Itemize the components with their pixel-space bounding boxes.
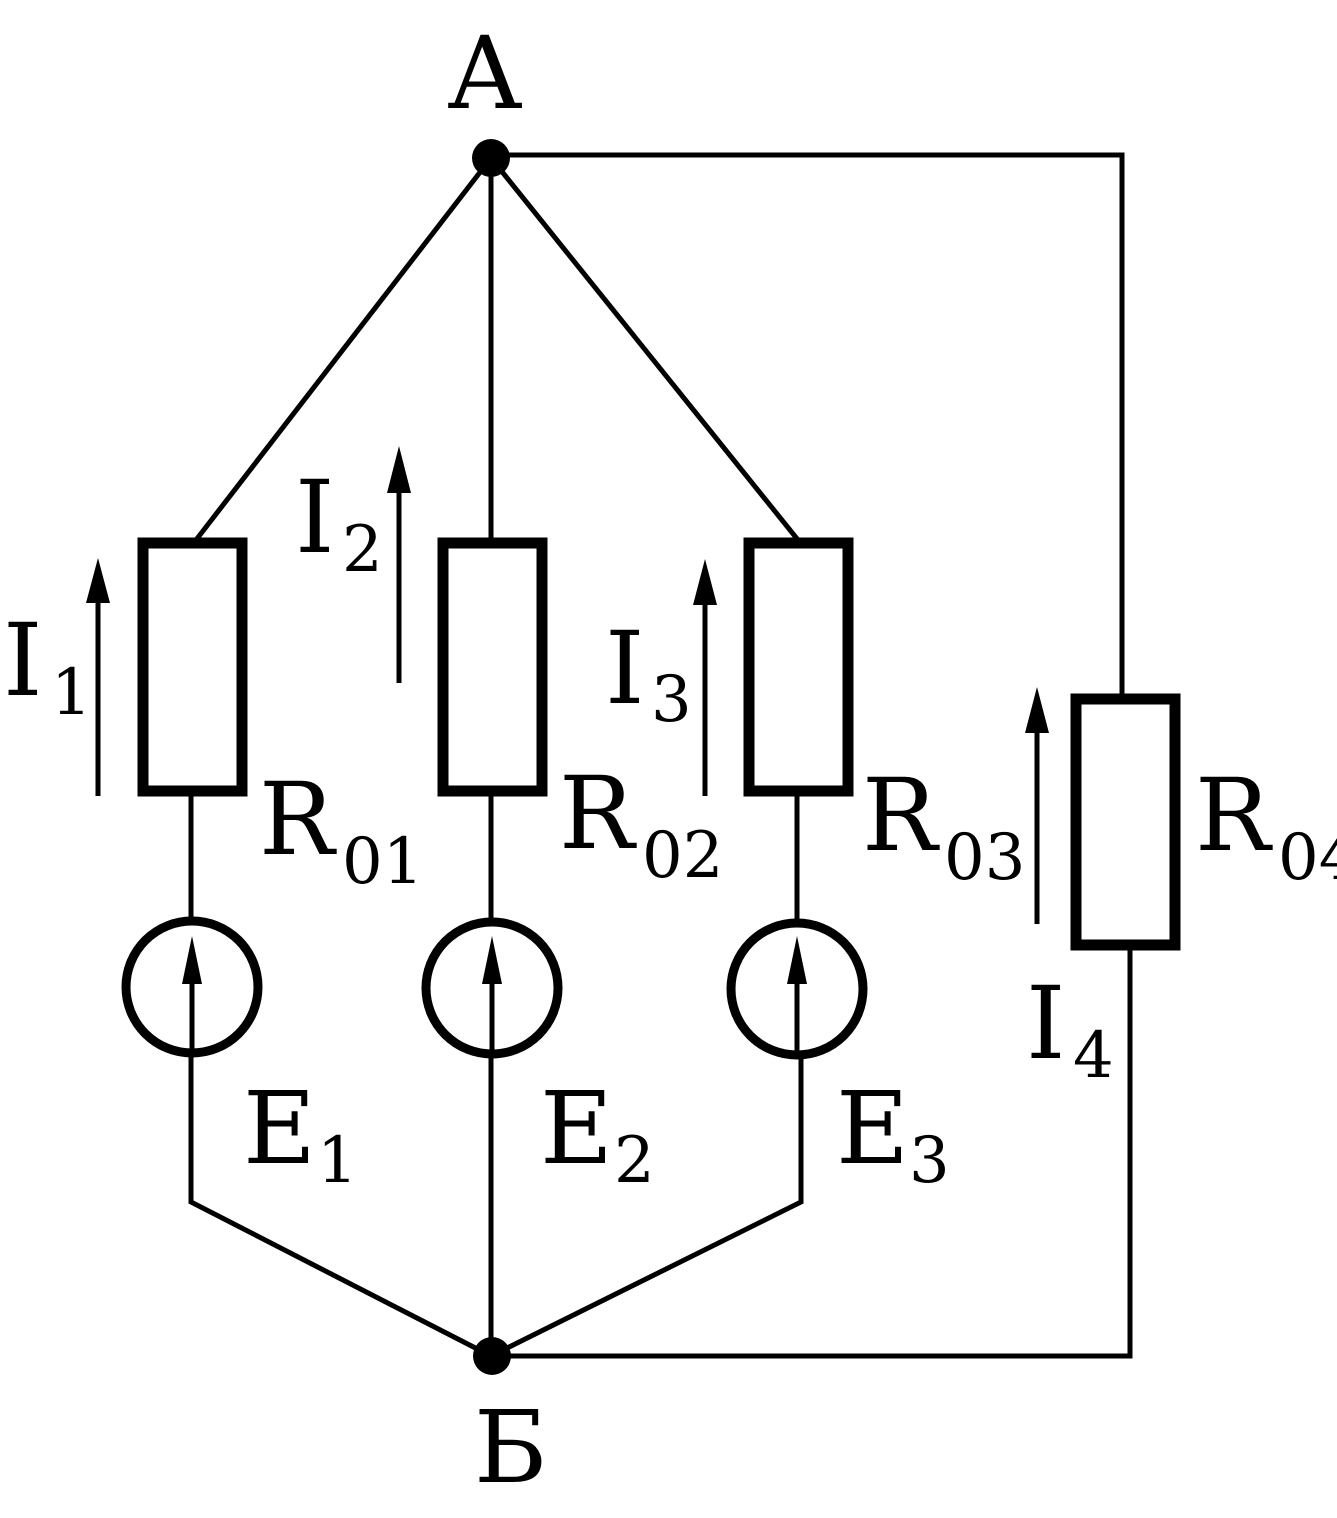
label-i4-sub: 4 xyxy=(1073,1019,1114,1093)
label-e3: E 3 xyxy=(836,1070,950,1198)
label-i2-main: I xyxy=(295,459,335,576)
arrow-up-icon xyxy=(387,446,411,493)
wire-e1-to-b xyxy=(188,1055,495,1360)
node-b xyxy=(473,1337,511,1375)
label-r01: R 01 xyxy=(259,761,423,899)
arrow-up-icon xyxy=(86,558,110,603)
label-r02: R 02 xyxy=(559,755,723,893)
arrow-up-icon xyxy=(787,936,807,984)
arrow-up-icon xyxy=(1025,687,1049,733)
wire-r04-to-b xyxy=(488,943,1133,1359)
current-arrow-i2 xyxy=(387,446,411,683)
arrow-up-icon xyxy=(182,936,202,984)
label-r04-main: R xyxy=(1195,757,1273,874)
node-a-label: А xyxy=(447,15,523,132)
label-e3-sub: 3 xyxy=(909,1124,950,1198)
resistor-r03 xyxy=(743,537,854,797)
label-r02-sub: 02 xyxy=(642,819,723,893)
node-a xyxy=(472,139,510,177)
label-i4: I 4 xyxy=(1026,965,1114,1093)
source-e1 xyxy=(121,916,263,1058)
label-i3-main: I xyxy=(605,610,645,727)
label-r03-sub: 03 xyxy=(944,821,1025,895)
label-e3-main: E xyxy=(836,1070,909,1187)
label-i3: I 3 xyxy=(605,610,692,737)
arrow-up-icon xyxy=(482,936,502,984)
label-i3-sub: 3 xyxy=(651,663,692,737)
label-e2-main: E xyxy=(540,1070,613,1187)
label-e2-sub: 2 xyxy=(614,1124,655,1198)
current-arrow-i4 xyxy=(1025,687,1049,924)
wires xyxy=(188,152,1133,1360)
label-r03: R 03 xyxy=(862,757,1025,895)
label-e1: E 1 xyxy=(243,1070,358,1198)
resistors xyxy=(137,537,1181,951)
source-e3 xyxy=(726,918,868,1060)
node-b-label: Б xyxy=(474,1389,548,1506)
label-i1: I 1 xyxy=(3,602,92,730)
source-e2 xyxy=(421,917,563,1059)
resistor-r01 xyxy=(137,537,248,797)
current-arrow-i1 xyxy=(86,558,110,796)
label-i4-main: I xyxy=(1026,965,1066,1082)
label-r02-main: R xyxy=(559,755,637,872)
current-arrow-i3 xyxy=(693,559,717,796)
label-r04-sub: 04 xyxy=(1278,821,1337,895)
label-i1-sub: 1 xyxy=(51,656,92,730)
resistor-r04 xyxy=(1070,693,1181,951)
resistor-r02 xyxy=(437,537,548,797)
label-e1-sub: 1 xyxy=(317,1124,358,1198)
label-r03-main: R xyxy=(862,757,940,874)
wire-a-to-r01 xyxy=(192,154,495,544)
label-i2-sub: 2 xyxy=(342,513,383,587)
label-e1-main: E xyxy=(243,1070,316,1187)
wire-e3-to-b xyxy=(487,1055,804,1360)
label-e2: E 2 xyxy=(540,1070,655,1198)
label-r01-main: R xyxy=(259,761,337,878)
arrow-up-icon xyxy=(693,559,717,605)
current-arrows xyxy=(86,446,1049,924)
label-i2: I 2 xyxy=(295,459,383,587)
label-r04: R 04 xyxy=(1195,757,1337,895)
wire-a-to-r04 xyxy=(488,152,1125,701)
label-r01-sub: 01 xyxy=(342,825,423,899)
sources xyxy=(121,916,868,1060)
wire-a-to-r03 xyxy=(487,154,802,544)
label-i1-main: I xyxy=(3,602,43,719)
